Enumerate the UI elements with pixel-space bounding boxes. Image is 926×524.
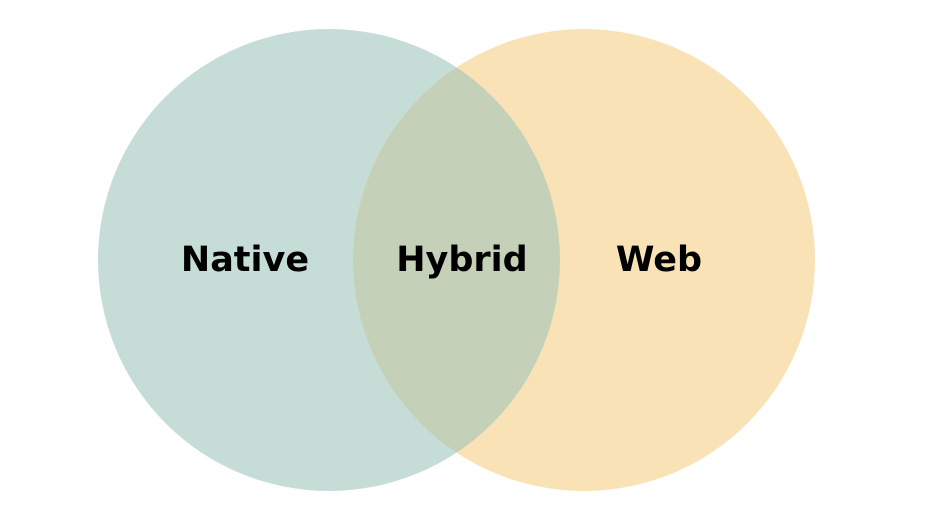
hybrid-overlap — [353, 29, 560, 491]
web-label: Web — [615, 240, 703, 280]
native-label: Native — [180, 240, 310, 280]
hybrid-label: Hybrid — [396, 240, 528, 280]
